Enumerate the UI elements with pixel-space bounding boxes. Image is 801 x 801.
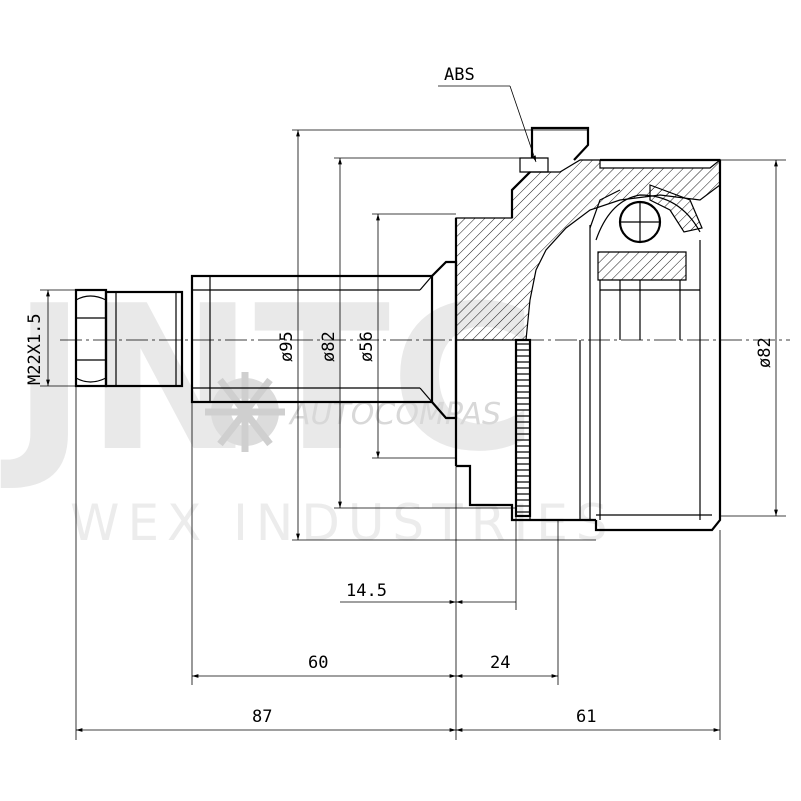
d82-inner-label: ø82 [319,331,339,362]
dim-60-label: 60 [308,653,328,673]
bell-housing [454,158,722,532]
dim-thread: M22X1.5 [25,289,76,387]
thread-stub [104,290,184,388]
abs-leader [509,85,537,163]
dim-87-label: 87 [252,707,272,727]
abs-ring [514,338,532,518]
watermark-company: WEX INDUSTRIES [70,494,616,552]
dim-24-label: 24 [490,653,510,673]
watermark-gear-icon [205,372,285,452]
splined-shaft [190,274,434,404]
d95-label: ø95 [277,331,297,362]
abs-sensor-lip [519,126,590,173]
dim-14-5-label: 14.5 [346,581,387,601]
ball-cage [589,184,703,244]
dim-60-24: 60 24 [192,653,558,678]
dim-d95: ø95 [277,129,596,541]
dim-d56: ø56 [357,213,456,459]
watermark: JNTC WEX INDUSTRIES AUTOCOMPAS [0,263,616,552]
thread-label: M22X1.5 [25,313,45,385]
dim-14-5: 14.5 [340,581,516,604]
dim-61-label: 61 [576,707,596,727]
dim-87-61: 87 61 [76,707,720,732]
dim-d82-outer: ø82 [720,159,786,517]
dim-d82-inner: ø82 [319,157,520,509]
d56-label: ø56 [357,331,377,362]
abs-label: ABS [444,65,475,85]
d82-outer-label: ø82 [755,337,775,368]
